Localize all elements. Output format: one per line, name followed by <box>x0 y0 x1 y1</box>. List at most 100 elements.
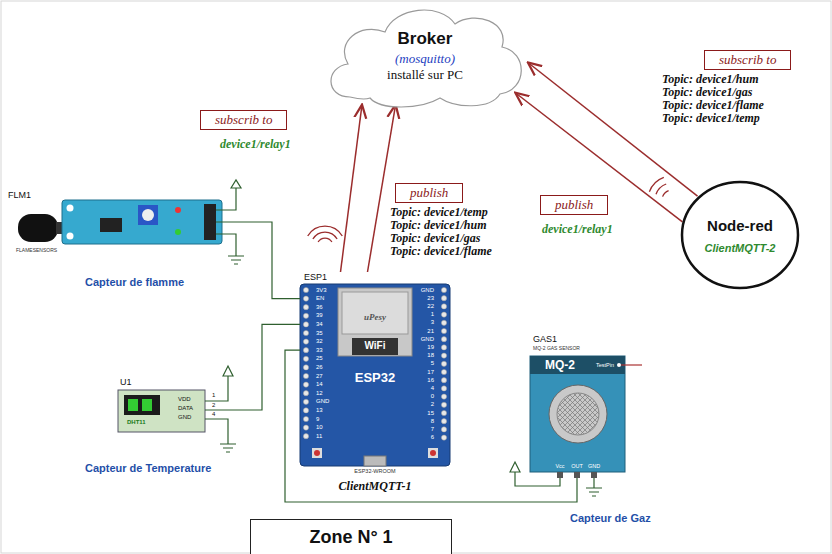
node-text: uPesy <box>364 312 386 322</box>
pin-pads <box>303 434 308 439</box>
pin-label: 15 <box>427 410 434 416</box>
pin-label: 19 <box>427 344 434 350</box>
wires <box>205 419 228 444</box>
part-label: VDD <box>178 396 191 402</box>
pin-pads <box>303 313 308 318</box>
node-text: Topic: device1/temp <box>662 112 760 125</box>
wifi-waves <box>663 191 669 197</box>
esp32-devkit <box>364 456 386 466</box>
wifi-waves <box>656 184 666 194</box>
part-label: Capteur de flamme <box>85 276 184 288</box>
pin-label: 22 <box>427 303 434 309</box>
dht11-sensor <box>124 395 160 415</box>
pin-label: 39 <box>316 312 323 318</box>
esp32-devkit <box>312 448 322 458</box>
gas-sensor <box>530 356 642 478</box>
pin-pads <box>303 339 308 344</box>
wires <box>285 350 577 502</box>
wifi-waves <box>308 177 669 242</box>
part-label: GAS1 <box>533 334 557 344</box>
pin-pads <box>303 287 446 440</box>
wires <box>205 324 300 410</box>
pin-label: 34 <box>316 321 323 327</box>
pin-pads <box>303 322 308 327</box>
node-text: device1/relay1 <box>542 222 613 236</box>
node-text: Topic: device1/hum <box>390 219 487 232</box>
part-label: TestPin <box>596 362 614 368</box>
flame-sensor <box>18 200 222 244</box>
node-text: Zone N° 1 <box>309 527 392 548</box>
pin-pads <box>441 320 446 325</box>
gas-sensor <box>557 472 563 478</box>
mqtt-arrow <box>341 105 363 272</box>
part-label: MQ-2 <box>545 358 575 372</box>
topic-tag: publishTopic: device1/tempTopic: device1… <box>390 183 492 258</box>
pin-label: 3 <box>431 319 434 325</box>
esp32-devkit <box>300 284 450 466</box>
flame-sensor <box>138 205 158 225</box>
cloud-shape <box>331 10 521 107</box>
node-text: subscrib to <box>200 110 287 130</box>
node-text: ESP1 <box>304 272 327 282</box>
pin-label: GND <box>316 398 329 404</box>
gas-sensor <box>549 385 607 443</box>
pin-label: 12 <box>316 390 323 396</box>
gas-sensor <box>530 356 625 472</box>
part-label: 2 <box>212 402 215 408</box>
pin-label: 5 <box>431 360 434 366</box>
wifi-waves <box>318 238 332 242</box>
pin-label: 0 <box>431 393 434 399</box>
pin-pads <box>441 419 446 424</box>
pin-label: GND <box>421 287 434 293</box>
part-label: 1 <box>212 392 215 398</box>
pin-label: 18 <box>427 352 434 358</box>
node-text: Topic: device1/gas <box>390 232 481 245</box>
esp32-devkit <box>300 284 450 466</box>
flame-sensor <box>204 204 216 240</box>
pin-label: 17 <box>427 369 434 375</box>
pin-pads <box>441 369 446 374</box>
flame-sensor <box>18 214 58 242</box>
pin-pads <box>441 304 446 309</box>
topic-tag: subscrib to device1/relay1 <box>200 110 291 151</box>
pin-label: 26 <box>316 364 323 370</box>
pin-label: 1 <box>431 311 434 317</box>
pin-label: 35 <box>316 330 323 336</box>
gas-sensor <box>591 472 597 478</box>
esp32-devkit <box>430 450 436 456</box>
wires <box>228 256 244 264</box>
node-text: Topic: device1/hum <box>662 73 759 86</box>
pin-pads <box>441 361 446 366</box>
pin-pads <box>303 399 308 404</box>
flame-sensor <box>62 200 222 244</box>
pin-pads <box>303 408 308 413</box>
pin-pads <box>303 425 308 430</box>
pin-label: GND <box>421 336 434 342</box>
pin-pads <box>303 296 308 301</box>
flame-sensor <box>67 233 74 240</box>
wires <box>593 478 594 488</box>
broker-cloud: Broker(mosquitto)installé sur PC <box>320 2 530 110</box>
part-label: 4 <box>212 411 215 417</box>
node-text: device1/relay1 <box>220 137 291 151</box>
gas-sensor <box>530 356 625 374</box>
pin-label: 7 <box>431 426 434 432</box>
part-label: FLAMESENSORS <box>16 247 57 253</box>
pin-pads <box>441 394 446 399</box>
part-label: Capteur de Temperature <box>85 462 211 474</box>
node-text: ESP32 <box>355 370 395 385</box>
gas-sensor <box>621 364 642 365</box>
part-label: GND <box>178 414 191 420</box>
pin-label: 25 <box>316 355 323 361</box>
node-text: publish <box>540 195 608 215</box>
node-text: ClientMQTT-2 <box>705 242 776 254</box>
dht11-sensor <box>142 399 152 411</box>
node-text: (mosquitto) <box>395 51 455 67</box>
pin-label: 27 <box>316 373 323 379</box>
flame-sensor <box>175 207 181 213</box>
part-label: GND <box>588 463 600 469</box>
node-text: Broker <box>398 29 453 49</box>
pin-pads <box>303 356 308 361</box>
node-text: Topic: device1/flame <box>662 99 764 112</box>
